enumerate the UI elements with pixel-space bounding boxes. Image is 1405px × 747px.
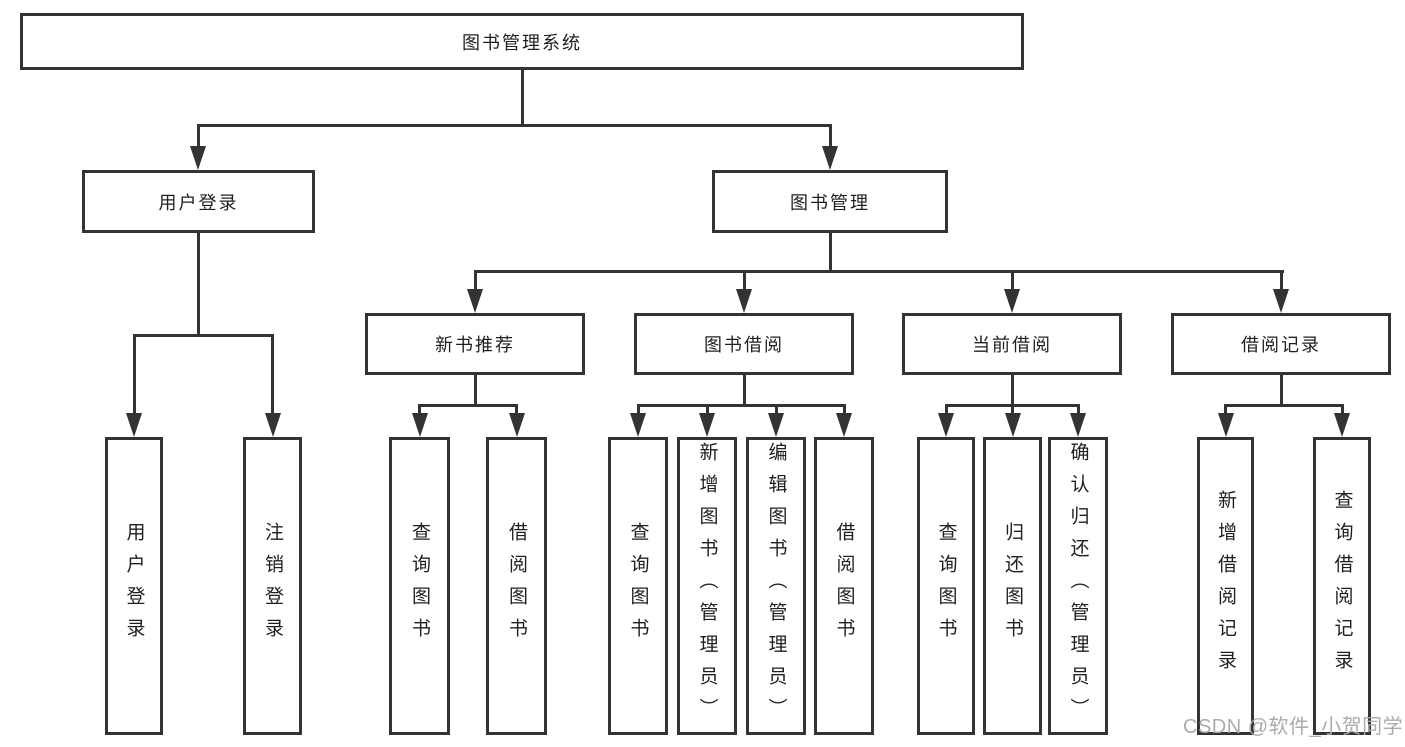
connector [1279, 375, 1283, 406]
connector [418, 404, 421, 415]
leaf-query-books-recommend: 查询图书 [389, 437, 450, 735]
leaf-return-books: 归还图书 [983, 437, 1042, 735]
connector [515, 404, 518, 415]
connector [1224, 404, 1344, 407]
connector [473, 270, 477, 291]
leaf-label: 编辑图书（管理员） [765, 442, 787, 730]
node-current-borrowing: 当前借阅 [902, 313, 1122, 375]
leaf-label: 借阅图书 [833, 522, 855, 650]
leaf-borrow-books-recommend: 借阅图书 [486, 437, 547, 735]
leaf-label: 查询借阅记录 [1331, 490, 1353, 682]
connector [132, 334, 136, 415]
arrow-down-icon [1070, 413, 1086, 437]
leaf-label: 归还图书 [1002, 522, 1023, 650]
leaf-query-books-borrowing: 查询图书 [608, 437, 668, 735]
arrow-down-icon [126, 413, 142, 437]
arrow-down-icon [630, 413, 646, 437]
leaf-borrow-books-borrowing: 借阅图书 [814, 437, 874, 735]
arrow-down-icon [508, 413, 525, 437]
connector [705, 404, 709, 415]
arrow-down-icon [1217, 413, 1234, 437]
arrow-down-icon [1334, 413, 1350, 437]
connector [1010, 270, 1014, 291]
connector [132, 334, 274, 337]
leaf-query-borrow-record: 查询借阅记录 [1313, 437, 1371, 735]
leaf-label: 查询图书 [935, 522, 957, 650]
arrow-down-icon [768, 413, 784, 437]
arrow-down-icon [1004, 289, 1020, 313]
connector [944, 404, 948, 415]
leaf-add-borrow-record: 新增借阅记录 [1197, 437, 1254, 735]
connector [1279, 270, 1283, 291]
leaf-add-books-admin: 新增图书（管理员） [677, 437, 737, 735]
connector [196, 233, 200, 336]
leaf-label: 新增借阅记录 [1215, 490, 1236, 682]
leaf-label: 用户登录 [123, 522, 145, 650]
connector [828, 233, 832, 273]
leaf-label: 借阅图书 [506, 522, 527, 650]
connector [196, 124, 832, 127]
connector [1224, 404, 1227, 415]
arrow-down-icon [264, 413, 281, 437]
connector [742, 270, 746, 291]
csdn-watermark: CSDN @软件_小贺同学 [1183, 716, 1404, 738]
leaf-label: 查询图书 [409, 522, 430, 650]
node-book-borrowing: 图书借阅 [634, 313, 854, 375]
leaf-label: 新增图书（管理员） [696, 442, 718, 730]
arrow-down-icon [938, 413, 954, 437]
connector [473, 270, 1284, 273]
connector [842, 404, 846, 415]
leaf-confirm-return-admin: 确认归还（管理员） [1048, 437, 1108, 735]
leaf-label: 查询图书 [627, 522, 649, 650]
node-new-book-recommend: 新书推荐 [365, 313, 585, 375]
connector [473, 375, 477, 406]
node-book-management: 图书管理 [712, 170, 948, 233]
arrow-down-icon [699, 413, 715, 437]
arrow-down-icon [736, 289, 752, 313]
connector [774, 404, 778, 415]
leaf-edit-books-admin: 编辑图书（管理员） [746, 437, 806, 735]
node-borrowing-records: 借阅记录 [1171, 313, 1391, 375]
arrow-down-icon [190, 146, 206, 170]
connector [1011, 404, 1014, 415]
arrow-down-icon [1273, 289, 1289, 313]
connector [636, 404, 640, 415]
connector [520, 69, 524, 127]
arrow-down-icon [411, 413, 428, 437]
arrow-down-icon [822, 146, 838, 170]
leaf-user-login: 用户登录 [105, 437, 163, 735]
arrow-down-icon [836, 413, 852, 437]
connector [418, 404, 518, 407]
connector [1340, 404, 1344, 415]
connector [271, 334, 274, 415]
connector [828, 124, 832, 148]
connector [1010, 375, 1014, 406]
connector [196, 124, 200, 148]
leaf-label: 注销登录 [262, 522, 283, 650]
leaf-label: 确认归还（管理员） [1067, 442, 1089, 730]
arrow-down-icon [1004, 413, 1021, 437]
node-user-login: 用户登录 [82, 170, 315, 233]
node-root: 图书管理系统 [20, 13, 1024, 70]
connector [636, 404, 846, 407]
leaf-logout: 注销登录 [243, 437, 302, 735]
arrow-down-icon [467, 289, 483, 313]
connector [1076, 404, 1080, 415]
leaf-query-books-current: 查询图书 [917, 437, 975, 735]
connector [742, 375, 746, 406]
